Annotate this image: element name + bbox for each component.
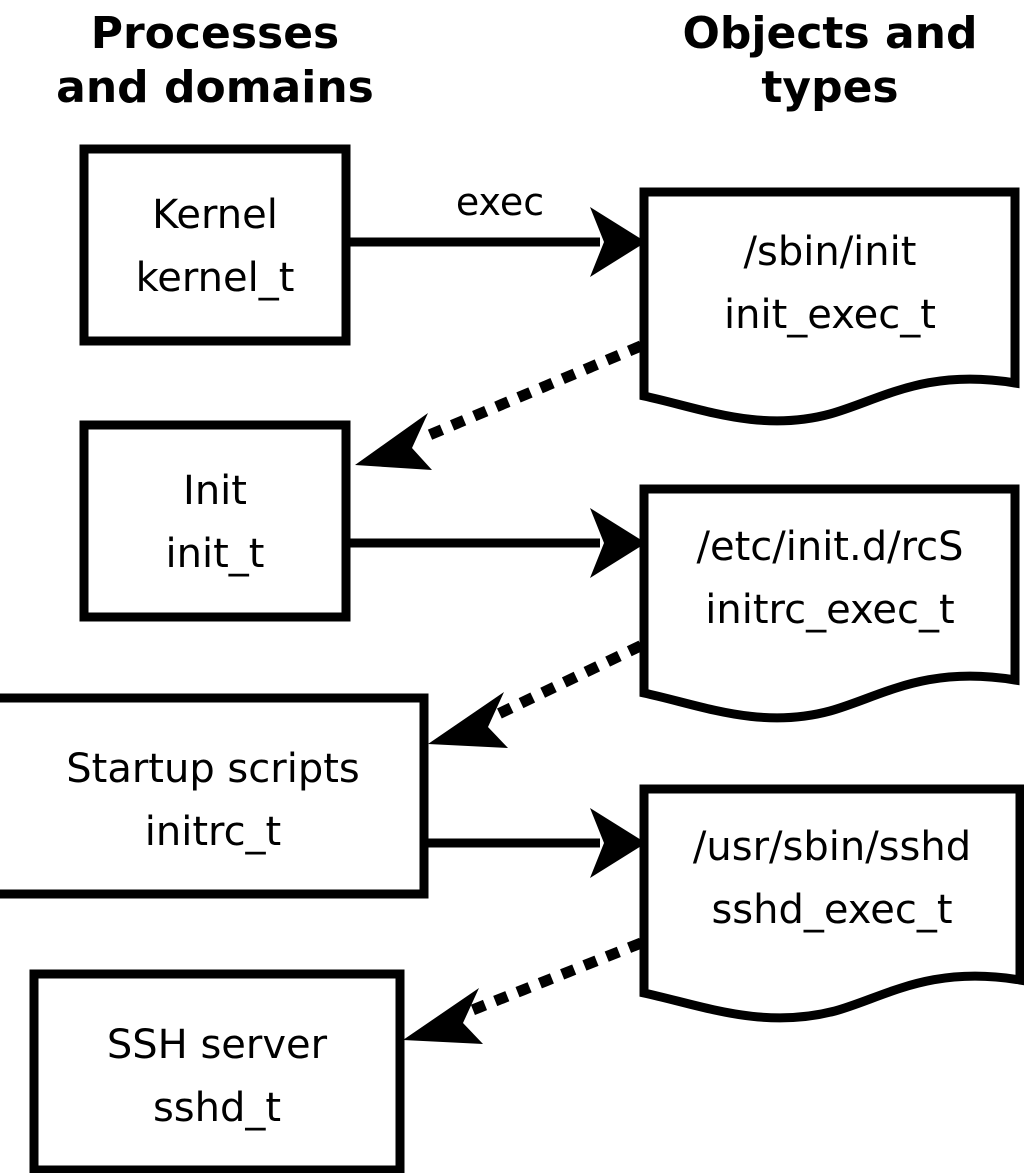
node-usr-sbin-sshd-line1: /usr/sbin/sshd [693, 824, 971, 870]
edge-line-sshd-transition [457, 937, 644, 1021]
node-init-line2: init_t [166, 531, 265, 577]
node-sbin-init-document[interactable] [639, 187, 1020, 426]
node-kernel[interactable]: Kernel kernel_t [79, 144, 351, 346]
node-ssh-server-line2: sshd_t [153, 1085, 281, 1131]
node-usr-sbin-sshd-document[interactable] [639, 784, 1024, 1023]
node-init[interactable]: Init init_t [79, 420, 351, 622]
column-heading-objects: Objects and types [683, 8, 978, 113]
arrowhead-sshd-transition [403, 988, 483, 1044]
node-sbin-init[interactable]: /sbin/init init_exec_t [639, 187, 1020, 426]
edge-init-exec-initrc-exec [350, 508, 646, 578]
node-ssh-server-line1: SSH server [107, 1022, 328, 1068]
node-etc-initd-rcs-document[interactable] [639, 484, 1020, 723]
edge-label-exec: exec [456, 180, 544, 224]
heading-objects-line1: Objects and [683, 8, 978, 59]
node-sbin-init-line2: init_exec_t [724, 292, 936, 338]
edge-line-initrc-transition [482, 640, 644, 726]
arrowhead-initrc-transition [428, 692, 508, 748]
node-etc-initd-rcs-line1: /etc/init.d/rcS [696, 524, 963, 570]
arrowhead-init-exec [590, 508, 646, 578]
edge-kernel-exec-init-exec: exec [350, 180, 646, 277]
edge-line-init-transition [407, 340, 644, 449]
heading-objects-line2: types [761, 62, 898, 113]
node-startup-scripts[interactable]: Startup scripts initrc_t [0, 693, 429, 899]
arrowhead-init-transition [355, 413, 432, 470]
node-startup-scripts-line1: Startup scripts [66, 746, 359, 792]
edge-init-exec-transition-init [355, 340, 644, 470]
node-startup-scripts-line2: initrc_t [145, 809, 282, 855]
edge-sshd-exec-transition-sshd [403, 937, 644, 1044]
node-etc-initd-rcs-line2: initrc_exec_t [705, 587, 954, 633]
node-usr-sbin-sshd[interactable]: /usr/sbin/sshd sshd_exec_t [639, 784, 1024, 1023]
heading-processes-line2: and domains [56, 62, 374, 113]
arrowhead-kernel-exec [590, 207, 646, 277]
edge-initrc-exec-transition-initrc [428, 640, 644, 748]
node-startup-scripts-box[interactable] [0, 693, 429, 899]
node-kernel-line2: kernel_t [136, 255, 295, 301]
node-ssh-server-box[interactable] [29, 969, 405, 1173]
node-kernel-box[interactable] [79, 144, 351, 346]
column-heading-processes: Processes and domains [56, 8, 374, 113]
heading-processes-line1: Processes [91, 8, 340, 59]
node-init-line1: Init [183, 468, 247, 514]
node-ssh-server[interactable]: SSH server sshd_t [29, 969, 405, 1173]
node-sbin-init-line1: /sbin/init [744, 229, 917, 275]
node-usr-sbin-sshd-line2: sshd_exec_t [711, 887, 952, 933]
edge-initrc-exec-sshd-exec [428, 808, 646, 878]
node-init-box[interactable] [79, 420, 351, 622]
node-kernel-line1: Kernel [152, 192, 278, 238]
arrowhead-initrc-exec [590, 808, 646, 878]
node-etc-initd-rcs[interactable]: /etc/init.d/rcS initrc_exec_t [639, 484, 1020, 723]
